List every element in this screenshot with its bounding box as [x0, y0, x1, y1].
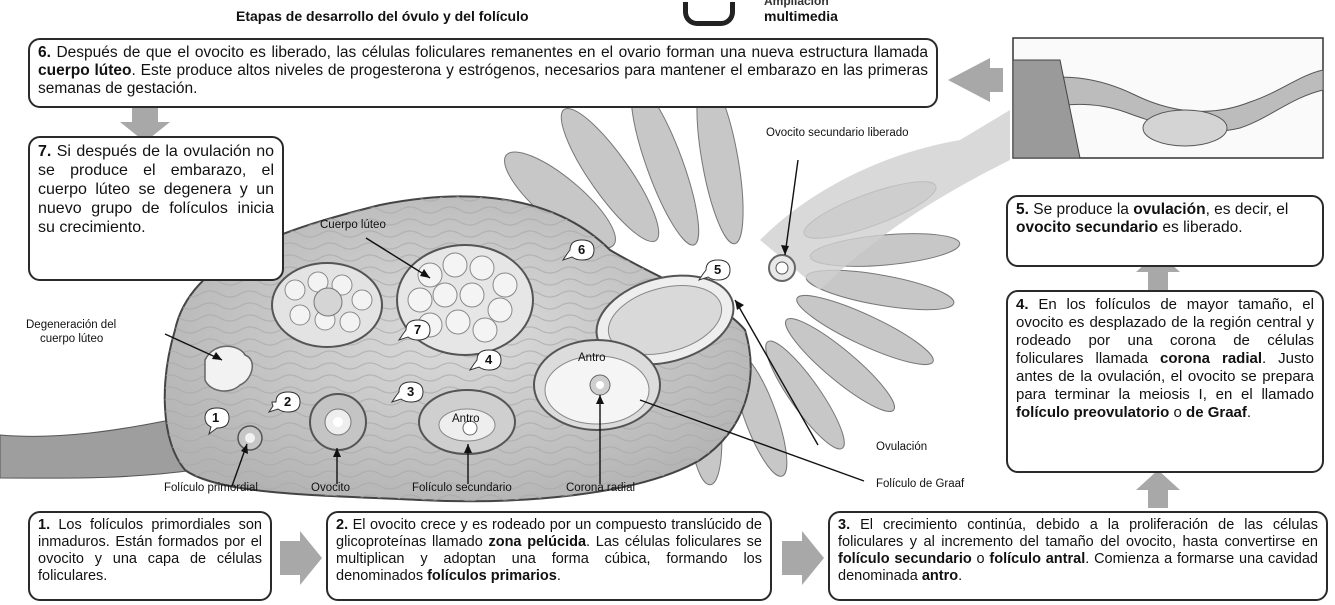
box4-bold1: corona radial [1160, 350, 1262, 367]
stage-number-2: 2 [284, 394, 291, 409]
box5-bold2: ovocito secundario [1016, 219, 1158, 236]
box4-bold3: de Graaf [1186, 404, 1247, 421]
box5-bold1: ovulación [1133, 201, 1205, 218]
label-ovulacion: Ovulación [876, 441, 927, 453]
box3-bold1: folículo secundario [838, 551, 972, 567]
primordial-follicle [238, 426, 262, 450]
box-stage-1: 1. Los folículos primordiales son inmadu… [28, 511, 272, 601]
box-stage-2: 2. El ovocito crece y es rodeado por un … [326, 511, 772, 601]
box-stage-3: 3. El crecimiento continúa, debido a la … [828, 511, 1328, 601]
box3-mid: o [972, 551, 990, 567]
box3-num: 3. [838, 517, 850, 533]
box3-bold2: folículo antral [989, 551, 1085, 567]
label-antro-top: Antro [578, 352, 606, 364]
label-foliculo-graaf: Folículo de Graaf [876, 478, 964, 490]
box6-post: . Este produce altos niveles de progeste… [38, 62, 928, 97]
label-degeneracion: Degeneración del [26, 319, 116, 331]
stage-number-1: 1 [212, 410, 219, 425]
box3-pre: El crecimiento continúa, debido a la pro… [838, 517, 1318, 550]
box5-num: 5. [1016, 201, 1029, 218]
label-foliculo-primordial: Folículo primordial [164, 482, 258, 494]
box-stage-4: 4. En los folículos de mayor tamaño, el … [1006, 290, 1324, 473]
box5-post: es liberado. [1158, 219, 1242, 236]
box4-mid2: o [1169, 404, 1186, 421]
box2-num: 2. [336, 517, 348, 533]
box6-num: 6. [38, 44, 51, 61]
label-ovocito: Ovocito [311, 482, 350, 494]
box-stage-6: 6. Después de que el ovocito es liberado… [28, 38, 938, 108]
box5-pre: Se produce la [1029, 201, 1133, 218]
stage-number-6: 6 [578, 242, 585, 257]
box-stage-7: 7. Si después de la ovulación no se prod… [28, 136, 284, 281]
box6-bold: cuerpo lúteo [38, 62, 132, 79]
stage-number-7: 7 [414, 322, 421, 337]
stage-number-5: 5 [714, 262, 721, 277]
box4-num: 4. [1016, 296, 1029, 313]
ligament [0, 420, 195, 478]
label-corona-radial: Corona radial [566, 482, 635, 494]
label-antro-bottom: Antro [452, 413, 480, 425]
box6-text: Después de que el ovocito es liberado, l… [51, 44, 928, 61]
box-stage-5: 5. Se produce la ovulación, es decir, el… [1006, 195, 1324, 267]
label-degeneracion-2: cuerpo lúteo [40, 333, 103, 345]
box5-mid: , es decir, el [1206, 201, 1289, 218]
tube-inset [1013, 38, 1323, 158]
label-ovocito-secundario-liberado: Ovocito secundario liberado [766, 127, 909, 139]
box7-num: 7. [38, 143, 51, 160]
box7-text: Si después de la ovulación no se produce… [38, 143, 274, 236]
box1-num: 1. [38, 517, 50, 533]
corpus-degenerating [272, 263, 382, 347]
label-cuerpo-luteo: Cuerpo lúteo [320, 219, 386, 231]
box2-bold2: folículos primarios [427, 568, 557, 584]
box2-bold1: zona pelúcida [488, 534, 586, 550]
box3-bold3: antro [922, 568, 958, 584]
box3-post2: . [958, 568, 962, 584]
box4-post: . [1247, 404, 1251, 421]
label-foliculo-secundario: Folículo secundario [412, 482, 512, 494]
primary-follicle [310, 394, 366, 450]
box2-post: . [557, 568, 561, 584]
box1-text: Los folículos primordiales son inmaduros… [38, 517, 262, 584]
stage-number-4: 4 [485, 352, 492, 367]
stage-number-3: 3 [407, 384, 414, 399]
box4-bold2: folículo preovulatorio [1016, 404, 1169, 421]
